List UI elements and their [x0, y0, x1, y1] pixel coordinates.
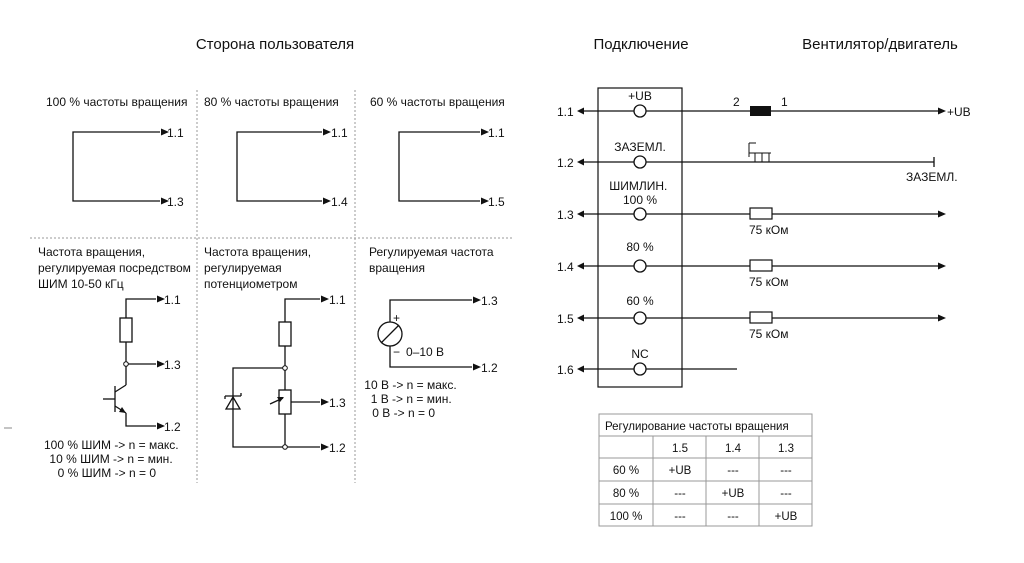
user-side-grid [4, 90, 512, 483]
table-cell: +UB [775, 511, 798, 523]
terminal-label: 1.4 [331, 195, 348, 209]
resistor [278, 321, 292, 347]
table-title: Регулирование частоты вращения [605, 421, 789, 433]
resistor [749, 259, 773, 272]
table-column-header: 1.5 [672, 443, 688, 455]
table-cell: --- [727, 465, 739, 477]
table-cell: --- [780, 488, 792, 500]
diode-pin-1: 1 [781, 95, 788, 109]
pin-circle [633, 104, 647, 118]
pin-label: 60 % [626, 294, 654, 308]
minus-sign: − [393, 345, 400, 359]
resistor-value: 75 кОм [749, 275, 789, 289]
panel-title: 60 % частоты вращения [370, 95, 505, 109]
panel-voltage-control: Регулируемая частота вращения 1.3 + − 0–… [364, 245, 498, 420]
pin-label: NC [631, 347, 649, 361]
table-row-label: 60 % [613, 465, 639, 477]
table-row-label: 80 % [613, 488, 639, 500]
panel-80-percent: 80 % частоты вращения 1.1 1.4 [204, 95, 348, 209]
terminal-label: 1.3 [329, 396, 346, 410]
panel-title: 100 % частоты вращения [46, 95, 187, 109]
pwm-notes: 100 % ШИМ -> n = макс. 10 % ШИМ -> n = м… [44, 438, 182, 480]
table-cell: +UB [669, 465, 692, 477]
terminal-label: 1.2 [329, 441, 346, 455]
table-cell: +UB [722, 488, 745, 500]
table-cell: --- [727, 511, 739, 523]
terminal-label: 1.1 [167, 126, 184, 140]
panel-title: 80 % частоты вращения [204, 95, 339, 109]
diode-pin-2: 2 [733, 95, 740, 109]
panel-title: Регулируемая частота вращения [369, 245, 497, 275]
motor-side-wiring: 2 1 +UB ЗАЗЕМЛ. 75 кОм 75 кОм 75 кОм [646, 95, 971, 370]
table-column-header: 1.4 [725, 443, 742, 455]
connector-block: 1.1 +UB 1.2 ЗАЗЕМЛ. 1.3 ШИМЛИН. 100 % 1.… [557, 87, 683, 388]
pin-number: 1.1 [557, 105, 574, 119]
pin-label: ЗАЗЕМЛ. [614, 140, 666, 154]
voltage-notes: 10 В -> n = макс. 1 В -> n = мин. 0 В ->… [364, 378, 460, 420]
terminal-label: 1.1 [331, 126, 348, 140]
table-cell: --- [674, 488, 686, 500]
zener-diode [224, 393, 242, 410]
panel-pwm-control: Частота вращения, регулируемая посредств… [38, 245, 194, 480]
pin-circle [633, 311, 647, 325]
resistor [119, 317, 133, 343]
resistor [749, 311, 773, 324]
table-row-label: 100 % [610, 511, 643, 523]
resistor-value: 75 кОм [749, 223, 789, 237]
pin-label: ШИМЛИН. 100 % [609, 179, 670, 207]
table-cell: --- [780, 465, 792, 477]
capacitor-ground-icon [748, 142, 771, 162]
pin-number: 1.6 [557, 363, 574, 377]
header-fan-motor: Вентилятор/двигатель [802, 36, 958, 53]
terminal-label: 1.1 [329, 293, 346, 307]
pin-label: 80 % [626, 240, 654, 254]
terminal-label: 1.5 [488, 195, 505, 209]
terminal-label: 1.3 [481, 294, 498, 308]
pin-circle [633, 259, 647, 273]
pin-circle [633, 207, 647, 221]
pin-number: 1.5 [557, 312, 574, 326]
potentiometer [278, 389, 292, 415]
transistor [103, 384, 127, 414]
panel-60-percent: 60 % частоты вращения 1.1 1.5 [370, 95, 505, 209]
terminal-label: 1.1 [488, 126, 505, 140]
supply-label: +UB [947, 105, 971, 119]
terminal-label: 1.1 [164, 293, 181, 307]
terminal-label: 1.3 [164, 358, 181, 372]
header-user-side: Сторона пользователя [196, 36, 354, 53]
terminal-label: 1.2 [481, 361, 498, 375]
table-cell: --- [674, 511, 686, 523]
pin-circle [633, 362, 647, 376]
pin-label: +UB [628, 89, 652, 103]
table-column-header: 1.3 [778, 443, 794, 455]
plus-sign: + [393, 311, 400, 325]
pin-number: 1.4 [557, 260, 574, 274]
resistor [749, 207, 773, 220]
terminal-label: 1.3 [167, 195, 184, 209]
panel-potentiometer-control: Частота вращения, регулируемая потенциом… [204, 245, 346, 455]
panel-title: Частота вращения, регулируемая посредств… [38, 245, 194, 291]
resistor-value: 75 кОм [749, 327, 789, 341]
pin-number: 1.3 [557, 208, 574, 222]
panel-title: Частота вращения, регулируемая потенциом… [204, 245, 314, 291]
voltage-range: 0–10 В [406, 345, 444, 359]
pin-number: 1.2 [557, 156, 574, 170]
diode [750, 106, 771, 116]
ground-label: ЗАЗЕМЛ. [906, 170, 958, 184]
pin-circle [633, 155, 647, 169]
speed-control-table: Регулирование частоты вращения 1.5 1.4 1… [598, 413, 813, 527]
terminal-label: 1.2 [164, 420, 181, 434]
header-connection: Подключение [593, 36, 688, 53]
panel-100-percent: 100 % частоты вращения 1.1 1.3 [46, 95, 187, 209]
